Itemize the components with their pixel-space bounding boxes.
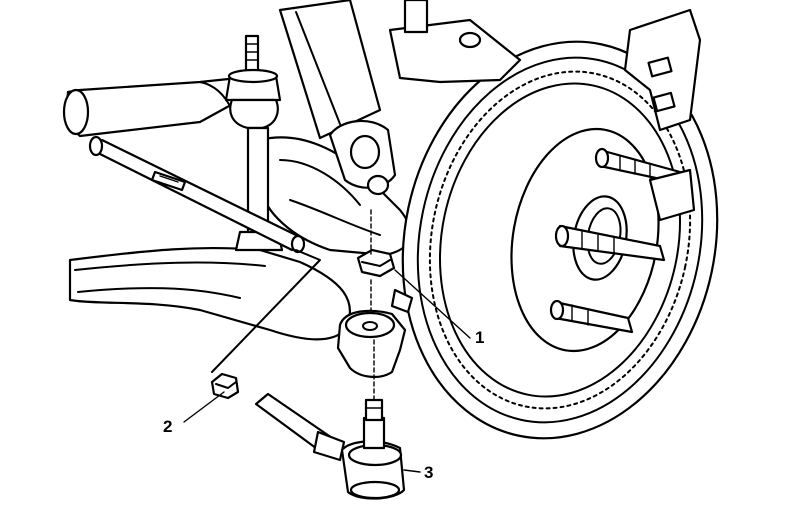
steering-knuckle-arm bbox=[336, 288, 414, 378]
strut-tube bbox=[278, 0, 397, 196]
wheel-stud bbox=[554, 224, 666, 262]
stabilizer-link bbox=[224, 34, 284, 252]
tie-rod-nut bbox=[356, 248, 396, 278]
jam-nut bbox=[210, 372, 240, 400]
outer-tie-rod-end bbox=[254, 392, 406, 500]
leader-line-3 bbox=[403, 469, 421, 473]
callout-1: 1 bbox=[475, 328, 484, 347]
assembly-guides bbox=[211, 209, 375, 401]
lower-crossmember bbox=[68, 246, 351, 341]
caliper-bracket bbox=[623, 8, 702, 222]
callout-3: 3 bbox=[424, 463, 433, 482]
upper-mount bbox=[388, 0, 522, 84]
upper-frame-rail bbox=[62, 76, 242, 138]
wheel-studs bbox=[549, 147, 686, 334]
wheel-stud bbox=[594, 147, 686, 186]
leader-line-1 bbox=[394, 269, 471, 339]
inner-tie-rod bbox=[88, 135, 306, 254]
wheel-stud bbox=[549, 299, 634, 334]
leader-line-2 bbox=[183, 391, 225, 423]
callout-2: 2 bbox=[163, 417, 172, 436]
leader-lines bbox=[183, 269, 471, 473]
